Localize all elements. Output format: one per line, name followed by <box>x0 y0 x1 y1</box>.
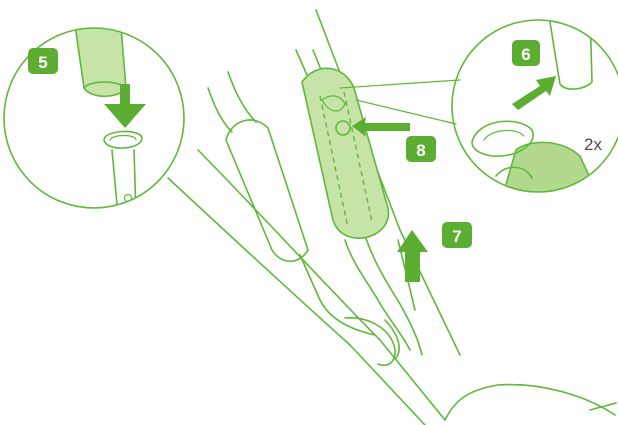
seat-base-curve <box>445 385 615 420</box>
strap-line-1 <box>345 240 410 350</box>
tube-left-top-2 <box>228 72 256 122</box>
frame-line-inner <box>198 150 445 420</box>
step-badge-8: 8 <box>406 136 436 162</box>
step-badge-8-label: 8 <box>416 141 425 160</box>
detail5-clip-inner <box>110 136 136 141</box>
step-badge-6: 6 <box>512 40 540 66</box>
seat-fold <box>345 318 395 365</box>
arrow-6 <box>512 76 556 110</box>
step-badge-7-label: 7 <box>452 227 461 246</box>
main-scene <box>168 10 616 425</box>
step-badge-5-label: 5 <box>38 53 47 72</box>
step-badge-7: 7 <box>442 222 472 248</box>
connector-line-bottom <box>356 100 456 124</box>
detail-circle-6 <box>452 10 618 205</box>
detail6-buckle-inner <box>484 130 524 140</box>
connector-line-top <box>340 80 460 88</box>
tube-left-top <box>208 88 232 132</box>
detail5-tube-right <box>134 150 136 215</box>
step-badge-6-label: 6 <box>521 45 530 64</box>
repeat-count-label: 2x <box>584 135 602 154</box>
detail-circle-5 <box>4 0 184 215</box>
step-badge-5: 5 <box>28 48 58 74</box>
